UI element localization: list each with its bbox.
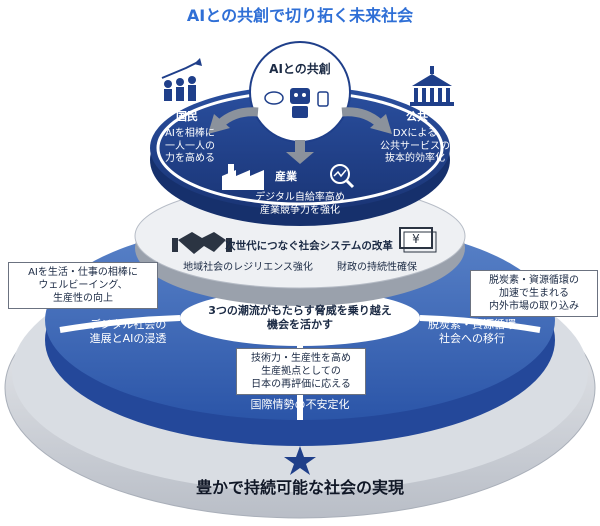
people-growth-icon bbox=[161, 58, 202, 101]
lower-bottom-label: 国際情勢の不安定化 bbox=[250, 398, 350, 411]
svg-text:¥: ¥ bbox=[412, 232, 420, 246]
arrow-down-head bbox=[286, 152, 314, 164]
yen-bill-icon: ¥ bbox=[399, 227, 437, 253]
arrow-down bbox=[295, 140, 305, 154]
industry-name: 産業 bbox=[275, 170, 297, 183]
people-text: AIを相棒に 一人一人の 力を高める bbox=[165, 128, 215, 164]
lower-right-wedge bbox=[419, 315, 541, 333]
middle-right: 財政の持続性確保 bbox=[337, 262, 417, 273]
middle-title: 次世代につなぐ社会システムの改革 bbox=[225, 240, 393, 252]
lower-center-band bbox=[180, 290, 420, 346]
lower-left-wedge bbox=[59, 315, 181, 333]
page-title: AIとの共創で切り拓く未来社会 bbox=[186, 6, 414, 25]
industry-text: デジタル自給率高め 産業競争力を強化 bbox=[255, 192, 345, 216]
right-callout-box: 脱炭素・資源循環の 加速で生まれる 内外市場の取り込み bbox=[470, 270, 598, 317]
ai-robot-icon bbox=[264, 88, 329, 118]
people-name: 国民 bbox=[176, 110, 198, 123]
arrow-left-head bbox=[208, 114, 230, 134]
ai-center-label: AIとの共創 bbox=[269, 62, 331, 76]
lower-left-label: デジタル社会の 進展とAIの浸透 bbox=[89, 318, 167, 345]
middle-left: 地域社会のレジリエンス強化 bbox=[183, 262, 313, 273]
handshake-icon bbox=[172, 232, 232, 254]
lower-right-label: 脱炭素・資源循環 社会への移行 bbox=[428, 318, 516, 345]
star-icon bbox=[284, 446, 316, 475]
goal-label: 豊かで持続可能な社会の実現 bbox=[195, 478, 404, 497]
magnifier-chart-icon bbox=[330, 164, 355, 189]
lower-title: 3つの潮流がもたらす脅威を乗り越え 機会を活かす bbox=[208, 304, 392, 331]
public-text: DXによる 公共サービスの 抜本的効率化 bbox=[380, 128, 450, 164]
arrow-right-head bbox=[370, 114, 392, 134]
factory-icon bbox=[222, 164, 264, 190]
bottom-callout-box: 技術力・生産性を高め 生産拠点としての 日本の再評価に応える bbox=[236, 348, 366, 395]
government-building-icon bbox=[410, 66, 454, 106]
left-callout-box: AIを生活・仕事の相棒に ウェルビーイング、 生産性の向上 bbox=[8, 262, 158, 309]
public-name: 公共 bbox=[406, 110, 428, 123]
